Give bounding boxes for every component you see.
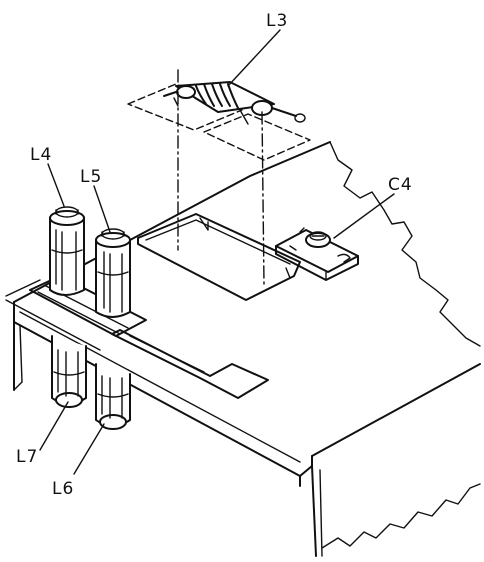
coil-l7 [51, 335, 87, 408]
coil-l6 [95, 363, 131, 430]
label-c4: C4 [388, 175, 413, 195]
coil-l5 [95, 228, 131, 318]
leader-l4 [47, 163, 65, 207]
plate-slot [111, 329, 269, 399]
coil-l3 [127, 69, 311, 285]
leader-c4 [333, 193, 395, 239]
coil-l4 [49, 206, 85, 296]
capacitor-c4 [275, 227, 359, 281]
leader-l6 [73, 423, 105, 475]
plate-cutout [137, 213, 301, 301]
label-l5: L5 [80, 167, 102, 187]
label-l7: L7 [16, 447, 38, 467]
label-l3: L3 [266, 11, 288, 31]
leader-l5 [93, 185, 111, 233]
label-l4: L4 [30, 145, 52, 165]
leader-l7 [39, 401, 69, 451]
leader-l3 [227, 29, 281, 87]
chassis-plate [13, 141, 481, 557]
leader-lines [39, 29, 395, 475]
label-l6: L6 [52, 479, 74, 499]
